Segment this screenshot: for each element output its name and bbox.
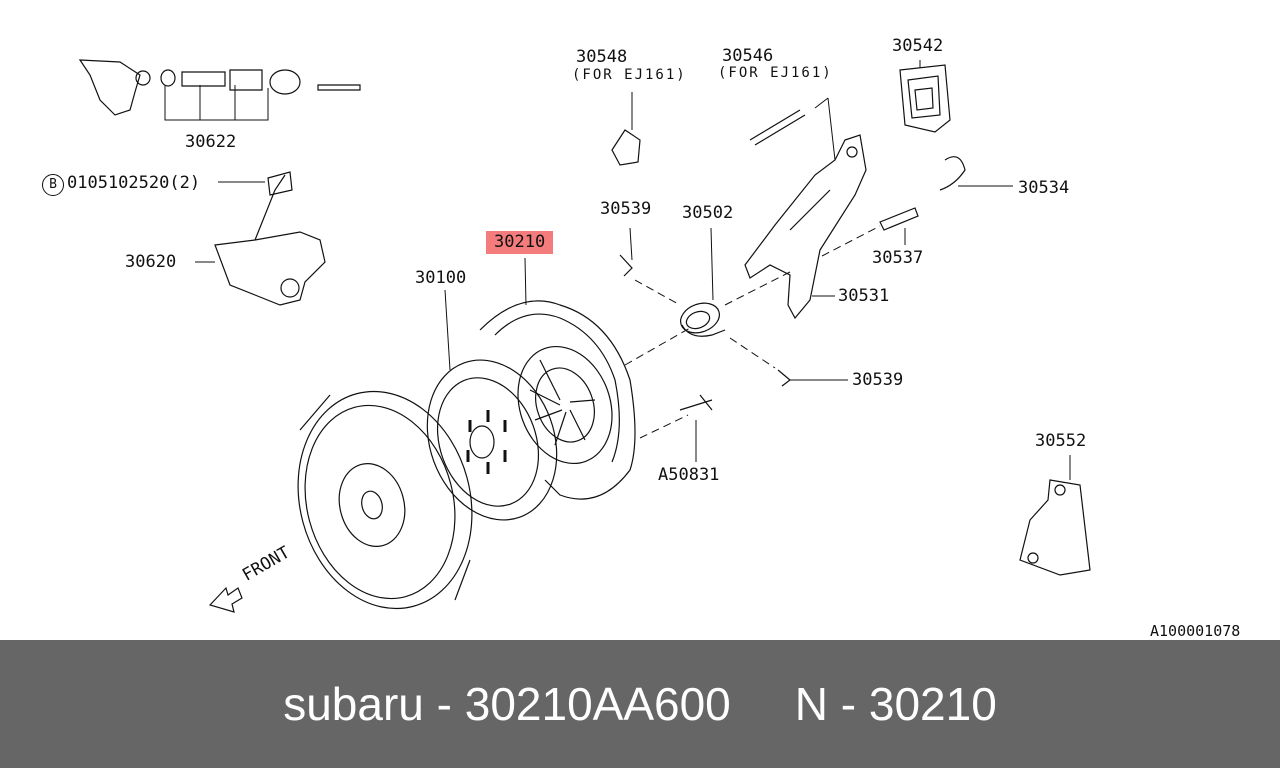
label-30546-note: (FOR EJ161) [718, 65, 833, 81]
footer-bar: subaru - 30210AA600 N - 30210 [0, 640, 1280, 768]
release-fork-drawing [745, 135, 866, 318]
label-30542: 30542 [892, 36, 944, 56]
footer-brand-part: subaru - 30210AA600 [283, 678, 731, 730]
boot-drawing [900, 65, 950, 132]
label-30620: 30620 [125, 252, 177, 272]
label-30534: 30534 [1018, 178, 1070, 198]
bolt-qty: (2) [169, 173, 201, 193]
label-30622: 30622 [185, 132, 237, 152]
label-30552: 30552 [1035, 431, 1087, 451]
bracket-drawing [1020, 480, 1090, 575]
label-30539-top: 30539 [600, 199, 652, 219]
label-30210-highlighted: 30210 [486, 231, 554, 254]
label-30531: 30531 [838, 286, 890, 306]
flywheel-drawing [274, 372, 495, 629]
label-30539-bottom: 30539 [852, 370, 904, 390]
small-parts-drawing [612, 110, 965, 410]
label-A50831: A50831 [658, 465, 720, 485]
slave-cylinder-drawing [215, 172, 325, 305]
label-30548: 30548 [576, 47, 628, 67]
centerline [625, 226, 880, 438]
footer-ref: N - 30210 [794, 678, 997, 730]
leader-lines [165, 60, 1070, 480]
label-30502: 30502 [682, 203, 734, 223]
front-arrow-icon [210, 588, 242, 612]
label-30548-note: (FOR EJ161) [572, 67, 687, 83]
label-30546: 30546 [722, 46, 774, 66]
bolt-ref-number: 0105102520 [67, 173, 170, 193]
pressure-plate-drawing [480, 301, 635, 499]
label-30537: 30537 [872, 248, 924, 268]
label-30100: 30100 [415, 268, 467, 288]
figure-id: A100001078 [1150, 622, 1241, 640]
clutch-disc-drawing [406, 342, 579, 539]
master-cylinder-parts-drawing [80, 60, 360, 115]
release-bearing-drawing [676, 298, 725, 338]
diagram-drawing [0, 0, 1280, 640]
bolt-circle-icon: B [42, 174, 64, 196]
